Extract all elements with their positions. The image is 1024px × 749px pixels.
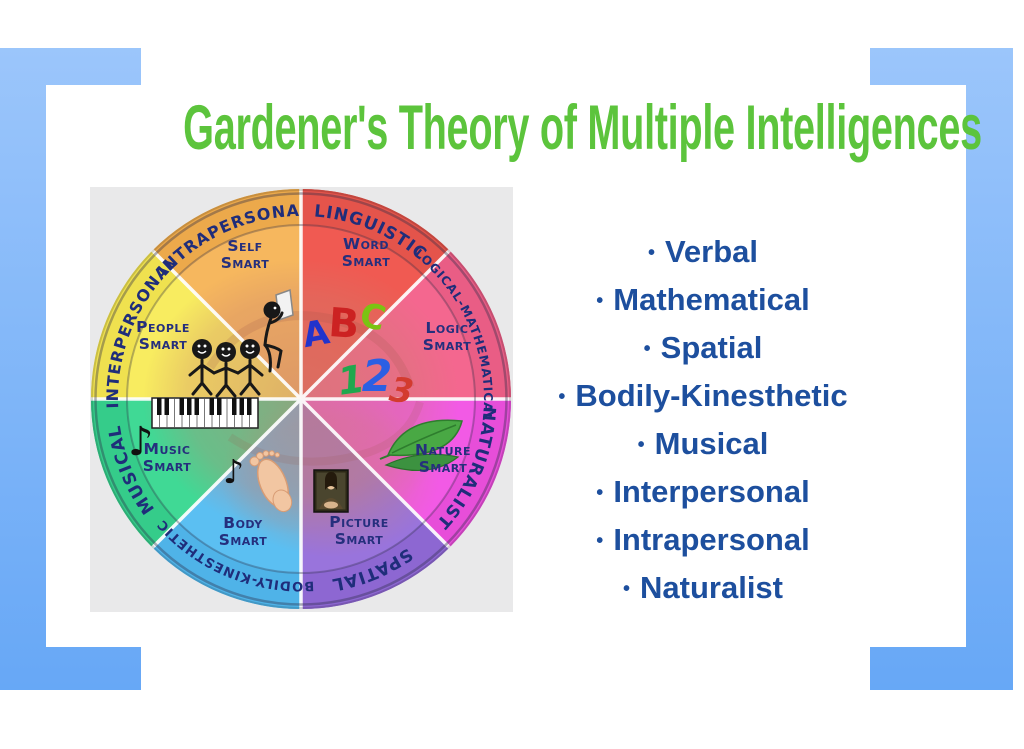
band-bodily-kinesthetic (152, 522, 301, 609)
reading-figure-icon (263, 288, 294, 373)
frame-bottom-right-arm (870, 647, 1013, 690)
list-item-label: Interpersonal (613, 474, 810, 509)
list-item: • Bodily-Kinesthetic (488, 374, 918, 422)
list-item: • Spatial (488, 326, 918, 374)
wheel-rim (91, 189, 511, 609)
bullet-icon: • (637, 434, 645, 456)
bullet-icon: • (623, 578, 631, 600)
svg-text:1: 1 (335, 356, 367, 403)
list-item-label: Spatial (660, 330, 763, 365)
intelligence-list: • Verbal • Mathematical • Spatial • Bodily-K… (488, 230, 918, 614)
svg-text:B: B (327, 300, 361, 348)
list-item: • Intrapersonal (488, 518, 918, 566)
band-interpersonal (91, 250, 178, 399)
list-item-label: Naturalist (640, 570, 783, 605)
intelligences-wheel: ♪ ♪ (84, 172, 511, 609)
bullet-icon: • (596, 482, 604, 504)
numbers-123: 1 2 3 (335, 351, 416, 413)
leaf-icon (379, 419, 463, 471)
piano-keyboard-icon (151, 397, 259, 429)
stick-figures-icon (188, 339, 264, 398)
list-item: • Verbal (488, 230, 918, 278)
wedge-dividers (91, 189, 511, 609)
bullet-icon: • (596, 530, 604, 552)
bullet-icon: • (558, 386, 566, 408)
music-note-icon-2: ♪ (223, 452, 244, 491)
music-note-icon: ♪ (128, 419, 154, 465)
band-linguistic (301, 189, 450, 276)
list-item: • Interpersonal (488, 470, 918, 518)
svg-text:2: 2 (362, 351, 393, 402)
intelligences-wheel-image: ♪ ♪ (84, 172, 513, 612)
list-item: • Mathematical (488, 278, 918, 326)
frame-right-strip (966, 48, 1013, 690)
abc-letters: A B C (300, 295, 390, 356)
band-spatial (301, 522, 450, 609)
band-intrapersonal (152, 189, 301, 276)
band-outer-outline (94, 192, 508, 606)
band-inner-outline (126, 224, 476, 574)
mona-lisa-icon (313, 469, 349, 513)
bullet-icon: • (643, 338, 651, 360)
list-item-label: Verbal (664, 234, 759, 269)
svg-text:3: 3 (387, 370, 416, 413)
bullet-icon: • (596, 290, 604, 312)
list-item-label: Bodily-Kinesthetic (575, 378, 848, 413)
slide-title: Gardener's Theory of Multiple Intelligen… (183, 93, 982, 163)
band-naturalist (424, 399, 511, 548)
band-logical-mathematical (424, 250, 511, 399)
list-item: • Naturalist (488, 566, 918, 614)
frame-bottom-left-arm (0, 647, 141, 690)
list-item-label: Mathematical (613, 282, 810, 317)
list-item: • Musical (488, 422, 918, 470)
band-musical (91, 399, 178, 548)
list-item-label: Musical (654, 426, 769, 461)
foot-icon (249, 450, 293, 513)
list-item-label: Intrapersonal (613, 522, 810, 557)
bullet-icon: • (647, 242, 655, 264)
frame-left-strip (0, 48, 46, 690)
